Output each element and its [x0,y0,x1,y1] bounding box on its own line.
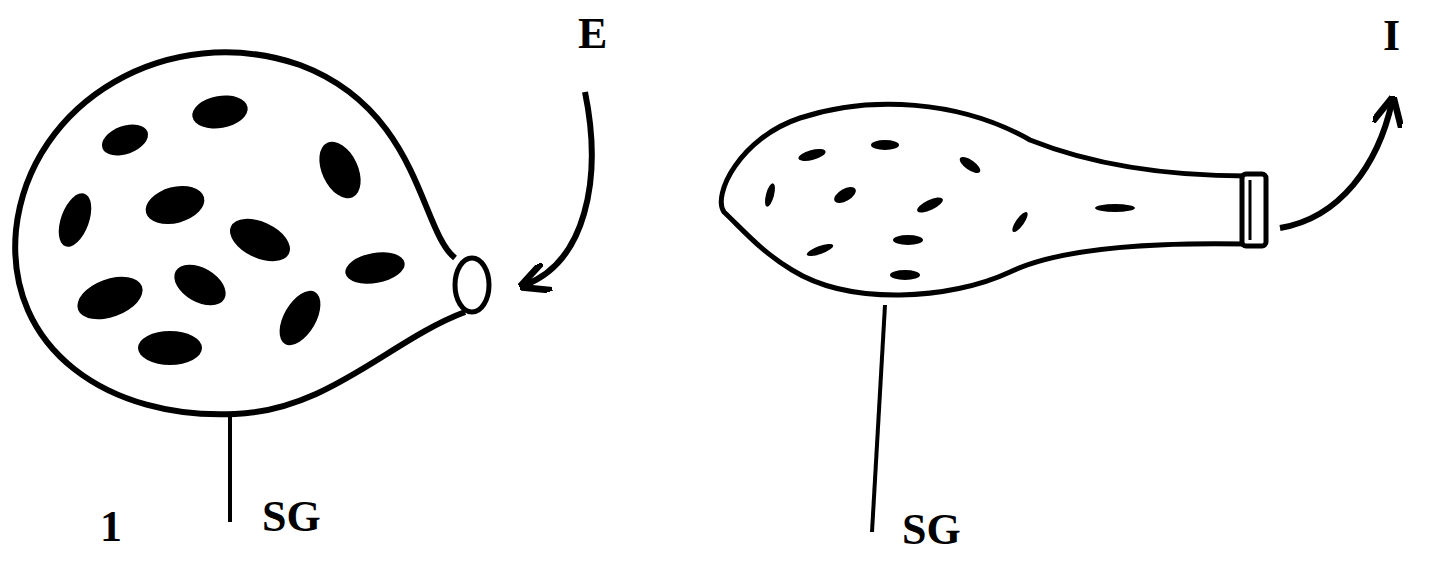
round-vesicle [15,52,489,414]
arrow-label: I [1383,14,1400,58]
part-label: SG [902,508,961,552]
elongated-flask [721,104,1266,295]
arrow-label: E [578,12,607,56]
figure-number: 1 [100,505,122,549]
leader-line [228,416,232,522]
leader-line [872,305,885,532]
part-label: SG [262,495,321,539]
exit-arrow [1280,102,1392,228]
entry-arrow [525,92,592,285]
